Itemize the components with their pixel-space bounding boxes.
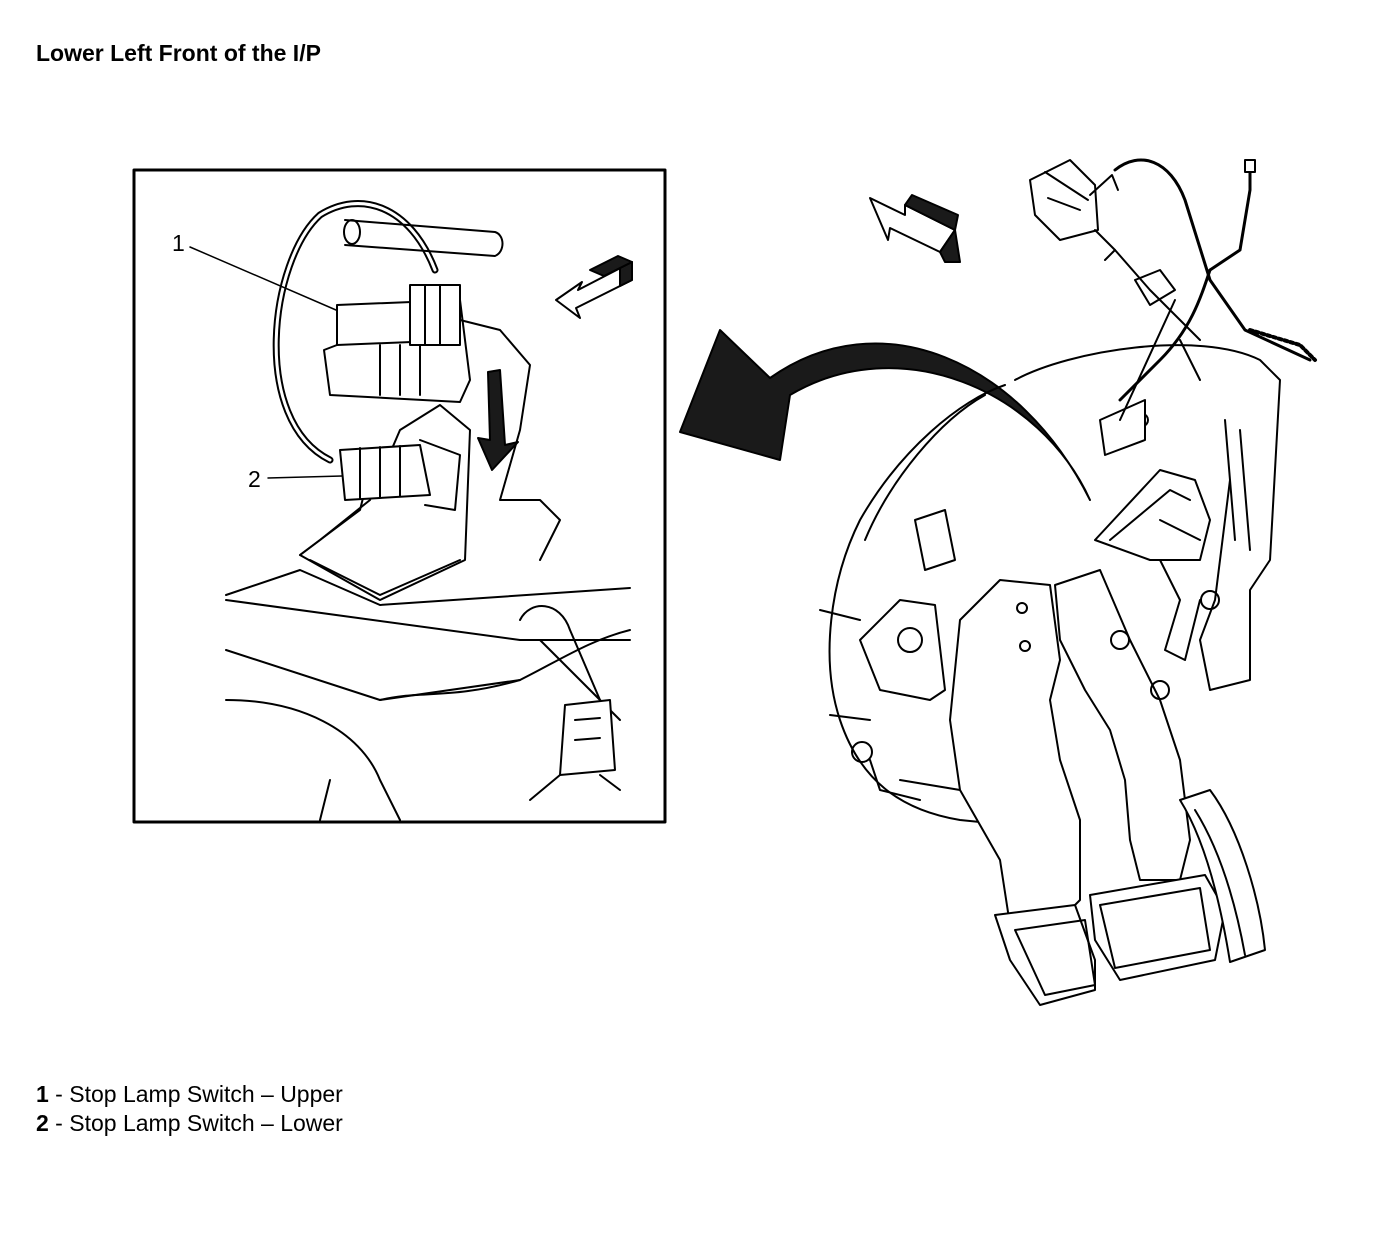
accelerator-pedal: [1179, 789, 1266, 963]
callout-number-2: 2: [248, 466, 261, 492]
legend-label: Stop Lamp Switch – Lower: [69, 1110, 343, 1136]
legend-item-2: 2 - Stop Lamp Switch – Lower: [36, 1109, 343, 1138]
lower-stop-lamp-switch: [339, 439, 461, 511]
direction-arrow-small: [869, 197, 956, 253]
view-direction-arrow: [679, 329, 1091, 501]
brake-pedal-pad: [1089, 874, 1226, 981]
legend-separator: -: [48, 1081, 70, 1107]
legend-label: Stop Lamp Switch – Upper: [69, 1081, 343, 1107]
legend-number: 1: [36, 1081, 49, 1107]
inset-arrow-down: [477, 369, 519, 471]
upper-stop-lamp-switch: [323, 284, 471, 403]
callout-number-1: 1: [172, 230, 185, 256]
legend-separator: -: [48, 1110, 70, 1136]
legend-item-1: 1 - Stop Lamp Switch – Upper: [36, 1080, 343, 1109]
legend-number: 2: [36, 1110, 49, 1136]
diagram-title: Lower Left Front of the I/P: [36, 40, 321, 66]
callout-leader-2: [267, 475, 343, 479]
detail-inset-frame: [132, 168, 667, 824]
callout-leader-1: [189, 246, 337, 311]
pedal-bracket-assembly: [819, 158, 1317, 1006]
legend: 1 - Stop Lamp Switch – Upper 2 - Stop La…: [36, 1080, 343, 1138]
